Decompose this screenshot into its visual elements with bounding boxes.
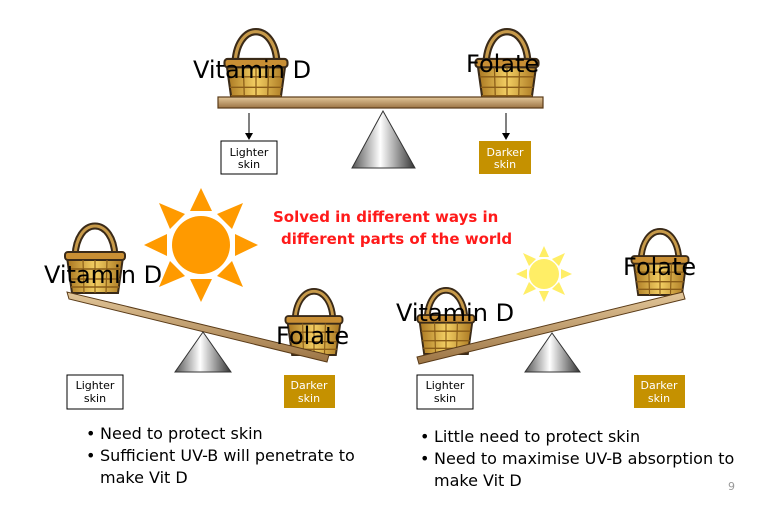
top-left-arrow: [245, 133, 253, 140]
top-plank: [217, 96, 544, 109]
left-folate-label: Folate: [276, 322, 349, 350]
right-vitamin-d-label: Vitamin D: [396, 299, 514, 327]
left-bullet-item: Sufficient UV-B will penetrate to make V…: [86, 445, 386, 489]
left-fulcrum: [174, 331, 232, 373]
top-darker-skin-box: [479, 141, 531, 174]
top-right-arrow: [502, 133, 510, 140]
top-lighter-skin-box: [220, 140, 278, 175]
right-bullet-item: Need to maximise UV-B absorption to make…: [420, 448, 755, 492]
left-darker-skin-box: [284, 375, 335, 408]
right-plank: [416, 291, 686, 365]
left-lighter-skin-box: [66, 374, 124, 410]
right-bullet-list: Little need to protect skin Need to maxi…: [420, 426, 755, 492]
right-darker-skin-box: [634, 375, 685, 408]
left-bullet-list: Need to protect skin Sufficient UV-B wil…: [86, 423, 386, 489]
left-plank: [66, 291, 330, 363]
center-text-line1: Solved in different ways in: [273, 208, 498, 226]
center-text-line2: different parts of the world: [281, 230, 512, 248]
left-vitamin-d-label: Vitamin D: [44, 261, 162, 289]
top-vitamin-d-label: Vitamin D: [193, 56, 311, 84]
page-number: 9: [728, 480, 735, 493]
right-bullet-item: Little need to protect skin: [420, 426, 755, 448]
strong-sun-icon: [144, 188, 258, 302]
top-fulcrum: [351, 109, 416, 169]
top-folate-label: Folate: [466, 50, 539, 78]
right-folate-label: Folate: [623, 253, 696, 281]
faint-sun-icon: [516, 246, 572, 302]
right-lighter-skin-box: [416, 374, 474, 410]
right-fulcrum: [524, 332, 581, 373]
left-bullet-item: Need to protect skin: [86, 423, 386, 445]
